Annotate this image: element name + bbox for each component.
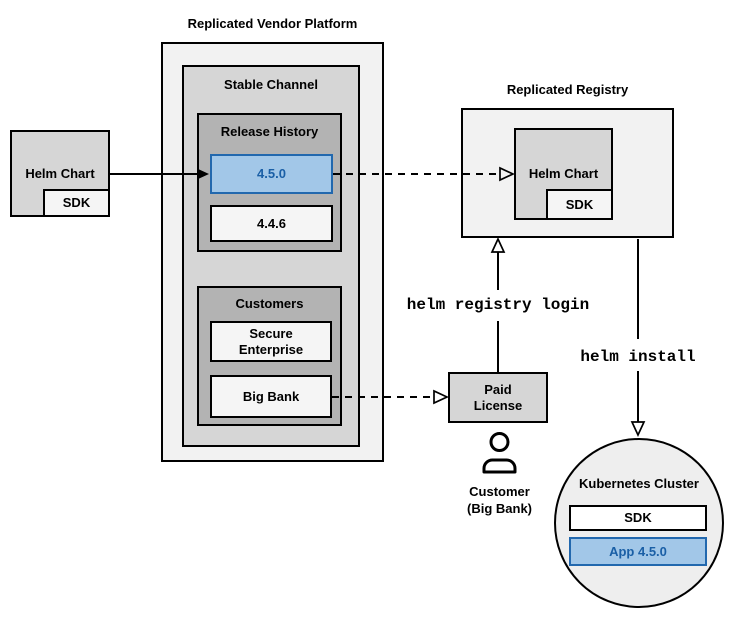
cluster-sdk-box: SDK bbox=[569, 505, 707, 531]
release-version-450-label: 4.5.0 bbox=[257, 166, 286, 181]
registry-title: Replicated Registry bbox=[506, 82, 629, 97]
arrowhead-registry-to-cluster bbox=[630, 421, 646, 438]
source-helm-chart-label: Helm Chart bbox=[25, 165, 95, 181]
source-sdk-label: SDK bbox=[62, 195, 91, 210]
customers-title: Customers bbox=[235, 296, 304, 311]
secure-enterprise-label-line2: Enterprise bbox=[238, 341, 304, 357]
big-bank-label: Big Bank bbox=[242, 388, 300, 404]
registry-helm-chart-label: Helm Chart bbox=[528, 166, 599, 181]
cluster-sdk-label: SDK bbox=[624, 510, 652, 525]
release-version-446-label: 4.4.6 bbox=[257, 215, 286, 231]
registry-box: Helm Chart SDK bbox=[461, 108, 674, 238]
registry-sdk-box: SDK bbox=[546, 189, 613, 220]
paid-license-box: Paid License bbox=[448, 372, 548, 423]
customers-box: Customers Secure Enterprise Big Bank bbox=[197, 286, 342, 426]
kubernetes-cluster-title: Kubernetes Cluster bbox=[579, 476, 699, 491]
registry-helm-chart-box: Helm Chart SDK bbox=[514, 128, 613, 220]
kubernetes-cluster-circle: Kubernetes Cluster SDK App 4.5.0 bbox=[554, 438, 724, 608]
cluster-app-box: App 4.5.0 bbox=[569, 537, 707, 566]
release-version-446-box: 4.4.6 bbox=[210, 205, 333, 242]
customer-caption-line1: Customer bbox=[469, 484, 530, 499]
customer-person-icon bbox=[482, 432, 517, 474]
stable-channel-box: Stable Channel Release History 4.5.0 4.4… bbox=[182, 65, 360, 447]
release-history-box: Release History 4.5.0 4.4.6 bbox=[197, 113, 342, 252]
paid-license-label-line2: License bbox=[473, 397, 523, 413]
helm-registry-login-command: helm registry login bbox=[406, 296, 590, 314]
release-history-title: Release History bbox=[220, 124, 319, 139]
release-version-450-box: 4.5.0 bbox=[210, 154, 333, 194]
customer-caption-line2: (Big Bank) bbox=[467, 501, 532, 516]
source-sdk-box: SDK bbox=[43, 189, 110, 217]
vendor-platform-title: Replicated Vendor Platform bbox=[187, 16, 358, 31]
customer-big-bank-box: Big Bank bbox=[210, 375, 332, 418]
arrowhead-bigbank-to-license bbox=[433, 389, 450, 405]
vendor-platform-box: Stable Channel Release History 4.5.0 4.4… bbox=[161, 42, 384, 462]
paid-license-label-line1: Paid bbox=[484, 381, 512, 397]
stable-channel-title: Stable Channel bbox=[224, 77, 318, 92]
secure-enterprise-label-line1: Secure bbox=[249, 325, 293, 341]
cluster-app-label: App 4.5.0 bbox=[609, 543, 667, 559]
registry-sdk-label: SDK bbox=[565, 196, 594, 212]
customer-caption: Customer (Big Bank) bbox=[444, 483, 555, 517]
helm-install-command: helm install bbox=[580, 348, 696, 366]
source-helm-chart-box: Helm Chart SDK bbox=[10, 130, 110, 217]
arrowhead-license-to-registry bbox=[490, 236, 506, 253]
customer-secure-enterprise-box: Secure Enterprise bbox=[210, 321, 332, 362]
